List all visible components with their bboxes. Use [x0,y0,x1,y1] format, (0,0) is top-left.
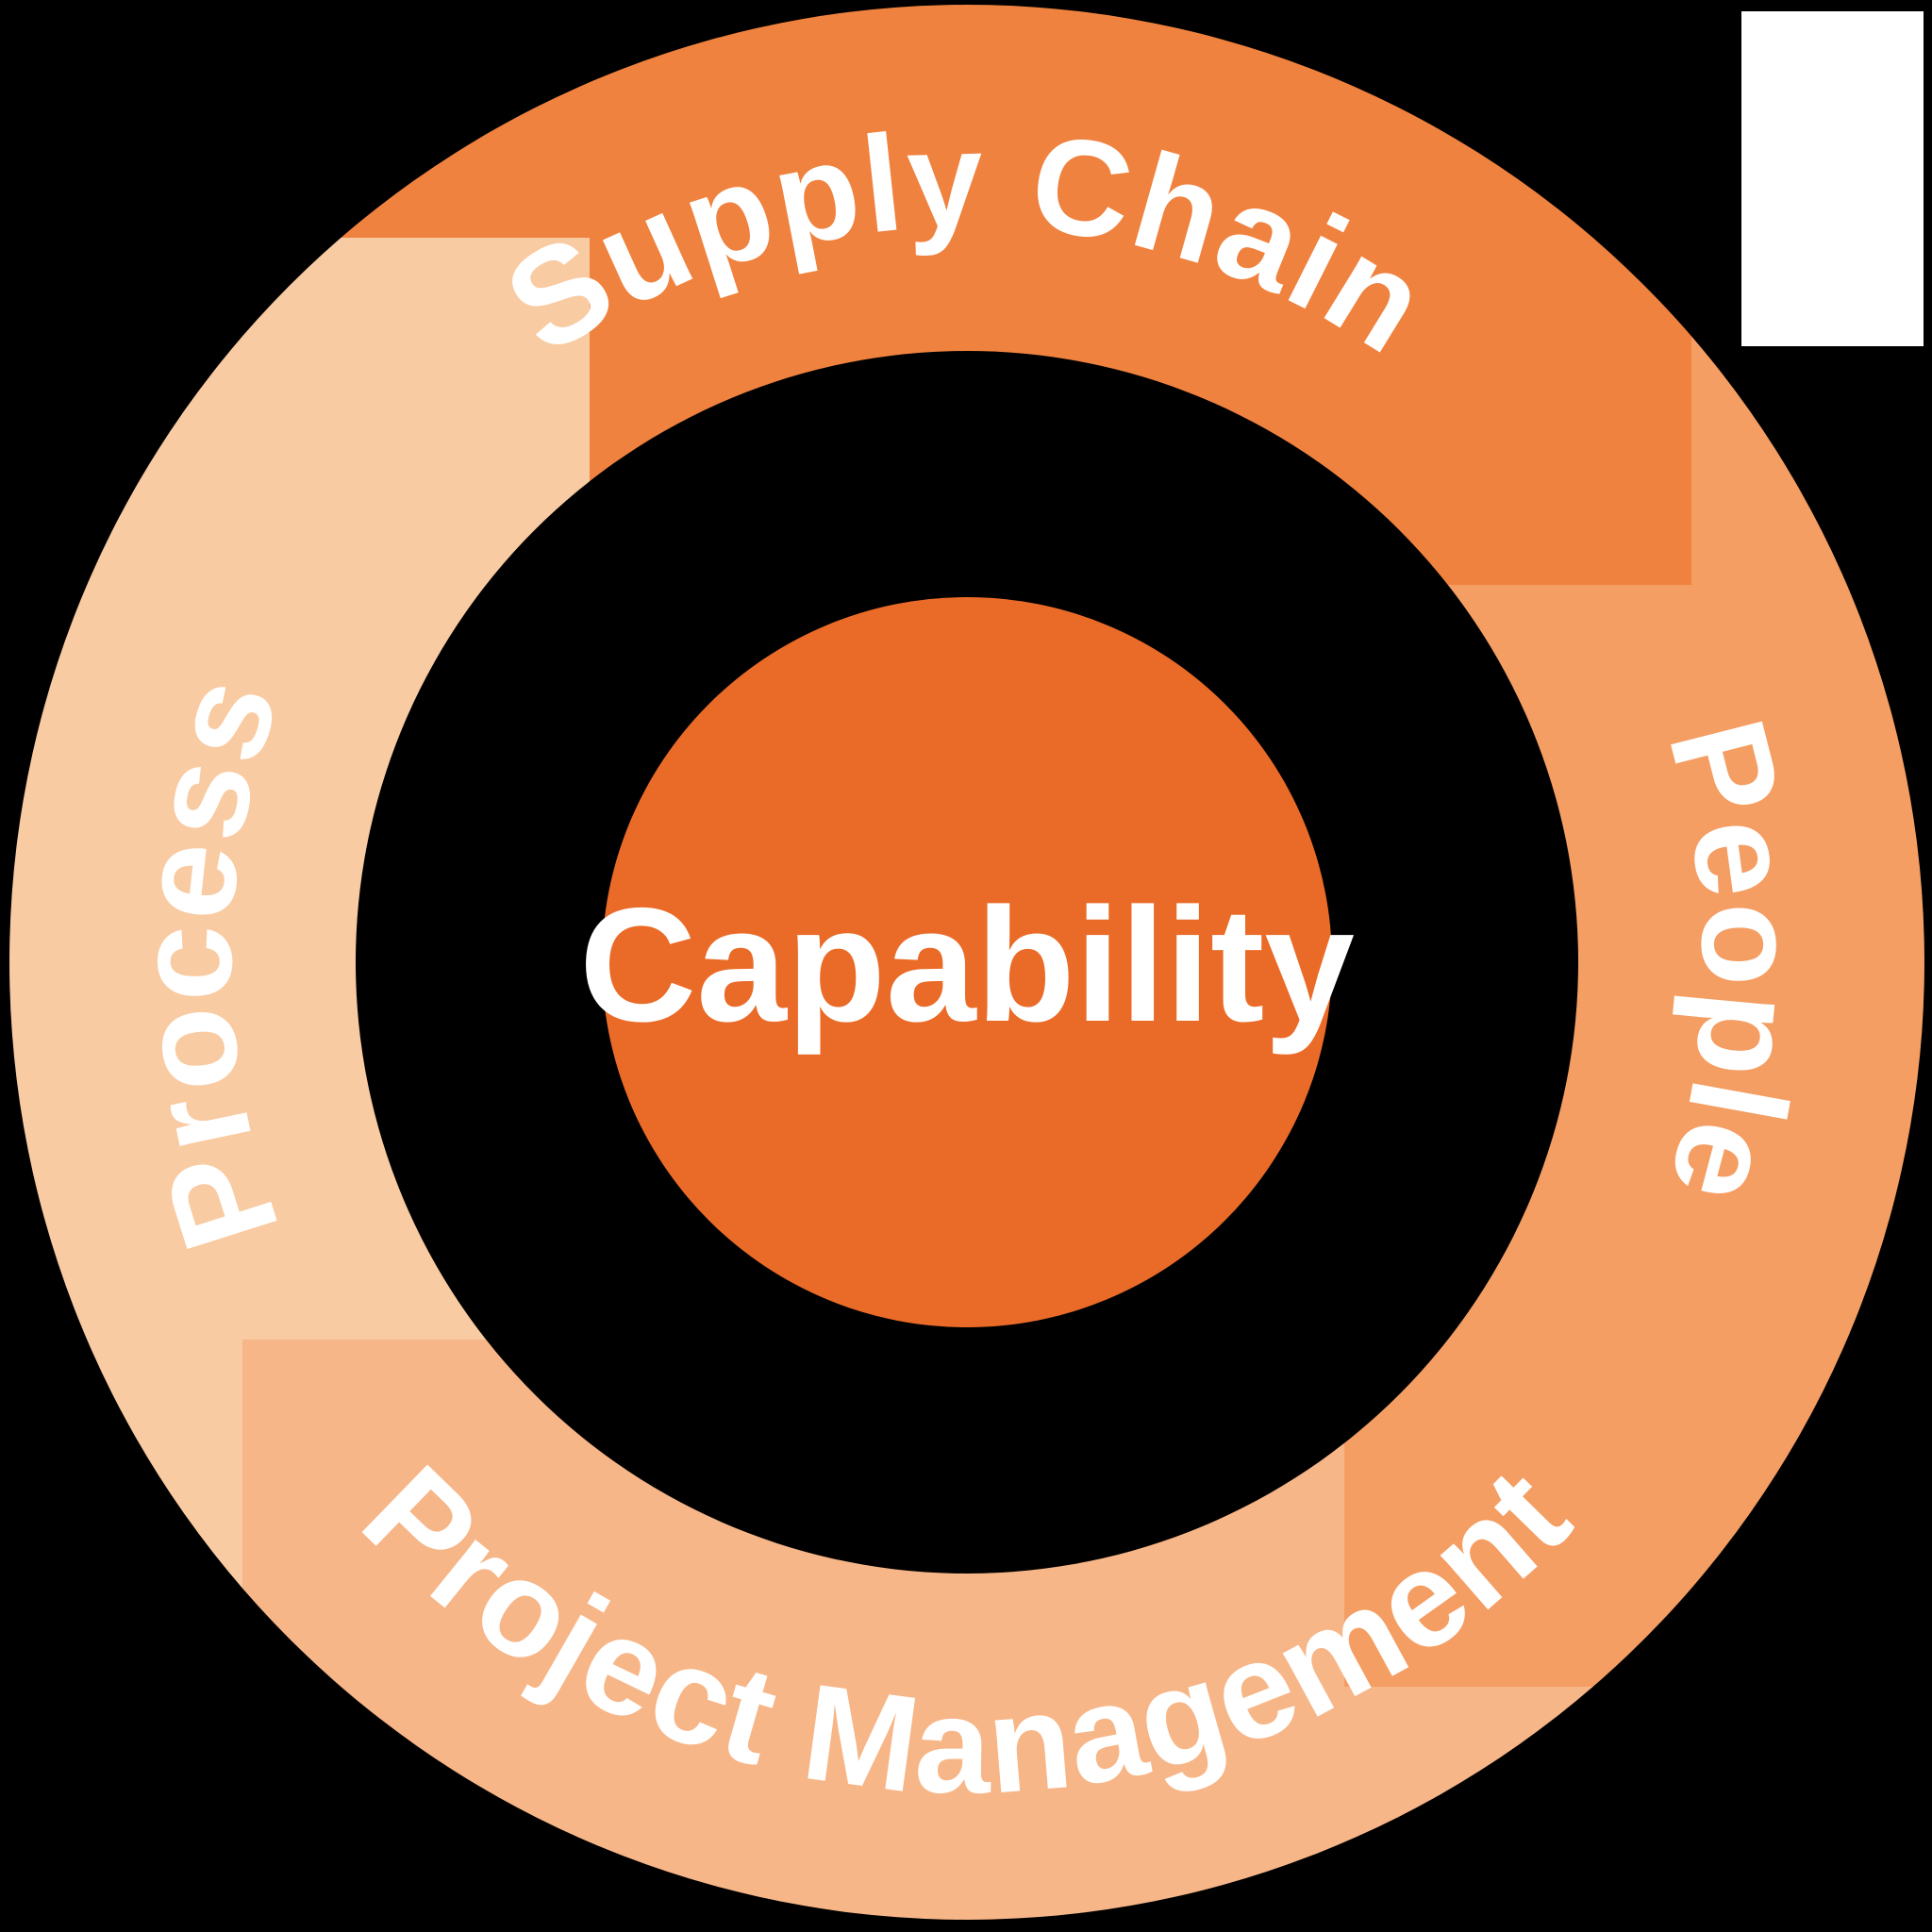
segment-project-management [242,1340,1593,1920]
corner-white-patch [1741,11,1924,346]
segment-supply-chain [341,5,1691,585]
capability-label: Capability [579,874,1355,1056]
segment-process [9,238,591,1589]
capability-circle [602,597,1332,1327]
segment-people [1344,336,1924,1687]
